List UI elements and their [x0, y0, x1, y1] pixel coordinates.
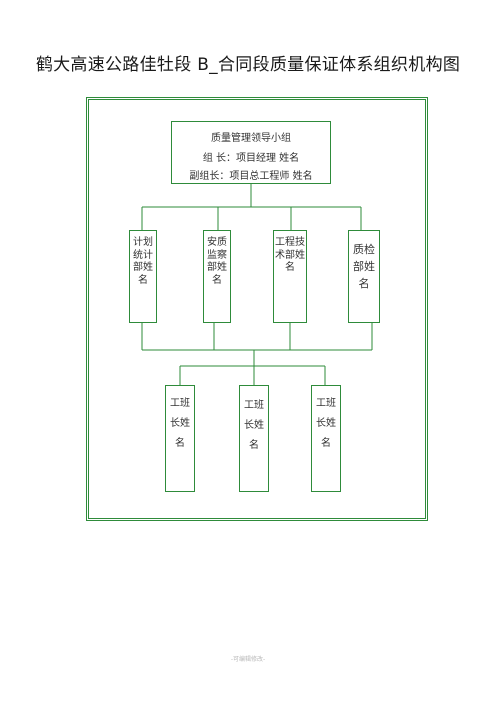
team-label: 工班长姓名 — [244, 400, 264, 451]
team-box: 工班长姓名 — [311, 385, 341, 492]
group-leader-line: 组 长：项目经理 姓名 — [202, 153, 300, 164]
footer-note: -可编辑修改- — [230, 656, 266, 663]
department-box: 安质监察部姓名 — [203, 230, 231, 323]
department-box: 质检部姓名 — [348, 230, 380, 323]
department-label: 工程技术部姓名 — [275, 237, 305, 273]
page-title: 鹤大高速公路佳牡段 B_合同段质量保证体系组织机构图 — [35, 55, 461, 75]
team-label: 工班长姓名 — [170, 398, 190, 449]
leadership-group-name: 质量管理领导小组 — [211, 133, 291, 144]
team-box: 工班长姓名 — [165, 385, 195, 492]
diagram-frame-inner — [88, 99, 426, 519]
deputy-leader-line: 副组长：项目总工程师 姓名 — [189, 171, 313, 182]
team-box: 工班长姓名 — [239, 385, 269, 492]
leadership-group-box: 质量管理领导小组 组 长：项目经理 姓名 副组长：项目总工程师 姓名 — [171, 121, 331, 184]
department-label: 质检部姓名 — [353, 243, 375, 291]
department-label: 计划统计部姓名 — [133, 237, 153, 286]
department-label: 安质监察部姓名 — [207, 237, 227, 286]
team-label: 工班长姓名 — [316, 398, 336, 449]
department-box: 计划统计部姓名 — [129, 230, 157, 323]
diagram-frame-outer — [86, 97, 428, 521]
department-box: 工程技术部姓名 — [273, 230, 307, 323]
